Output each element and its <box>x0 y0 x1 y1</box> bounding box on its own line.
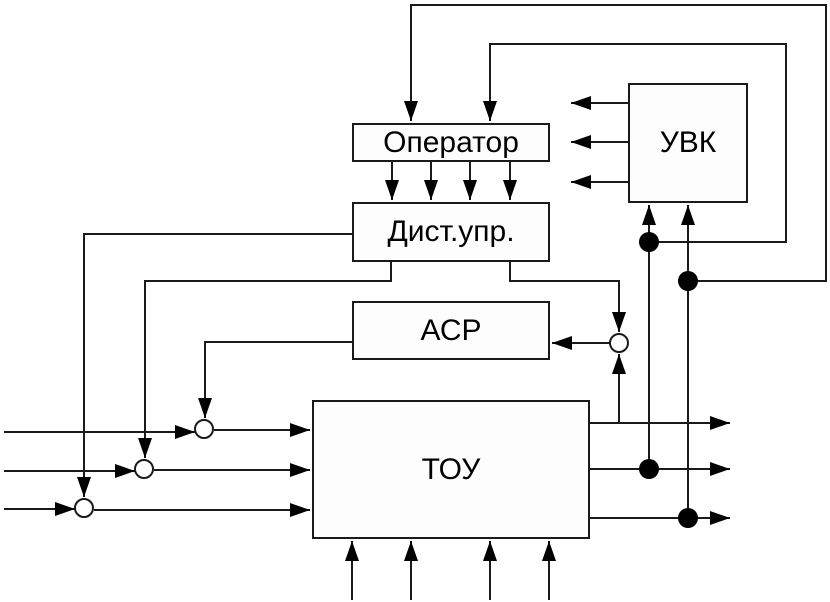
remote-control-block: Дист.упр. <box>352 202 550 262</box>
uvk-label: УВК <box>659 126 717 159</box>
junction-dot-uvk-1 <box>639 232 659 252</box>
operator-block: Оператор <box>352 123 550 162</box>
asr-to-summator <box>198 341 352 418</box>
dist-control-line-2 <box>138 262 392 458</box>
tou-label: ТОУ <box>421 452 481 486</box>
summator-asr <box>609 333 629 353</box>
tou-block: ТОУ <box>312 400 590 539</box>
dist-control-line-1 <box>77 233 352 497</box>
dist-to-asr-summator <box>509 262 626 332</box>
asr-block: АСР <box>352 301 550 360</box>
asr-label: АСР <box>420 313 482 347</box>
junction-dot-output-3 <box>678 508 698 528</box>
operator-label: Оператор <box>383 125 519 159</box>
feedback-line-outer <box>404 4 827 282</box>
feedback-line-inner <box>483 43 787 243</box>
remote-control-label: Дист.упр. <box>387 215 515 248</box>
summator-input-1 <box>194 419 214 439</box>
summator-input-3 <box>74 498 94 518</box>
junction-dot-uvk-2 <box>678 271 698 291</box>
junction-dot-output-2 <box>639 459 659 479</box>
uvk-block: УВК <box>628 83 748 203</box>
summator-input-2 <box>134 459 154 479</box>
